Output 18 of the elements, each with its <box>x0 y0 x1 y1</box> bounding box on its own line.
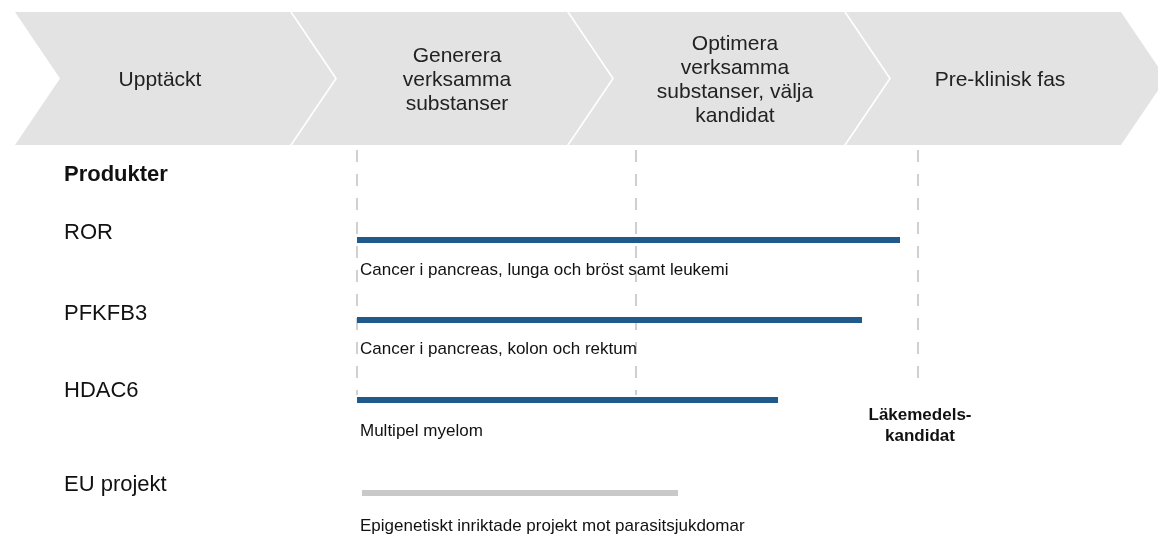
indication-text: Cancer i pancreas, kolon och rektum <box>360 338 637 360</box>
stage-title: Optimera verksamma substanser, välja kandidat <box>655 30 815 127</box>
chevron-shape <box>15 12 335 145</box>
chevron-shape <box>569 12 889 145</box>
chevron-shape <box>846 12 1158 145</box>
indication-text: Cancer i pancreas, lunga och bröst samt leukemi <box>360 259 729 281</box>
milestone-label: Läkemedels- kandidat <box>867 404 973 447</box>
stage-title: Pre-klinisk fas <box>933 66 1067 91</box>
product-name: PFKFB3 <box>64 299 148 327</box>
chevron-shape <box>292 12 612 145</box>
product-name: ROR <box>64 218 113 246</box>
indication-text: Multipel myelom <box>360 420 483 442</box>
project-name: EU projekt <box>64 470 167 498</box>
stage-title: Upptäckt <box>117 66 203 91</box>
section-heading: Produkter <box>64 160 168 188</box>
project-description: Epigenetiskt inriktade projekt mot parasitsjukdomar <box>360 515 745 537</box>
product-name: HDAC6 <box>64 376 139 404</box>
stage-title: Generera verksamma substanser <box>401 42 513 115</box>
